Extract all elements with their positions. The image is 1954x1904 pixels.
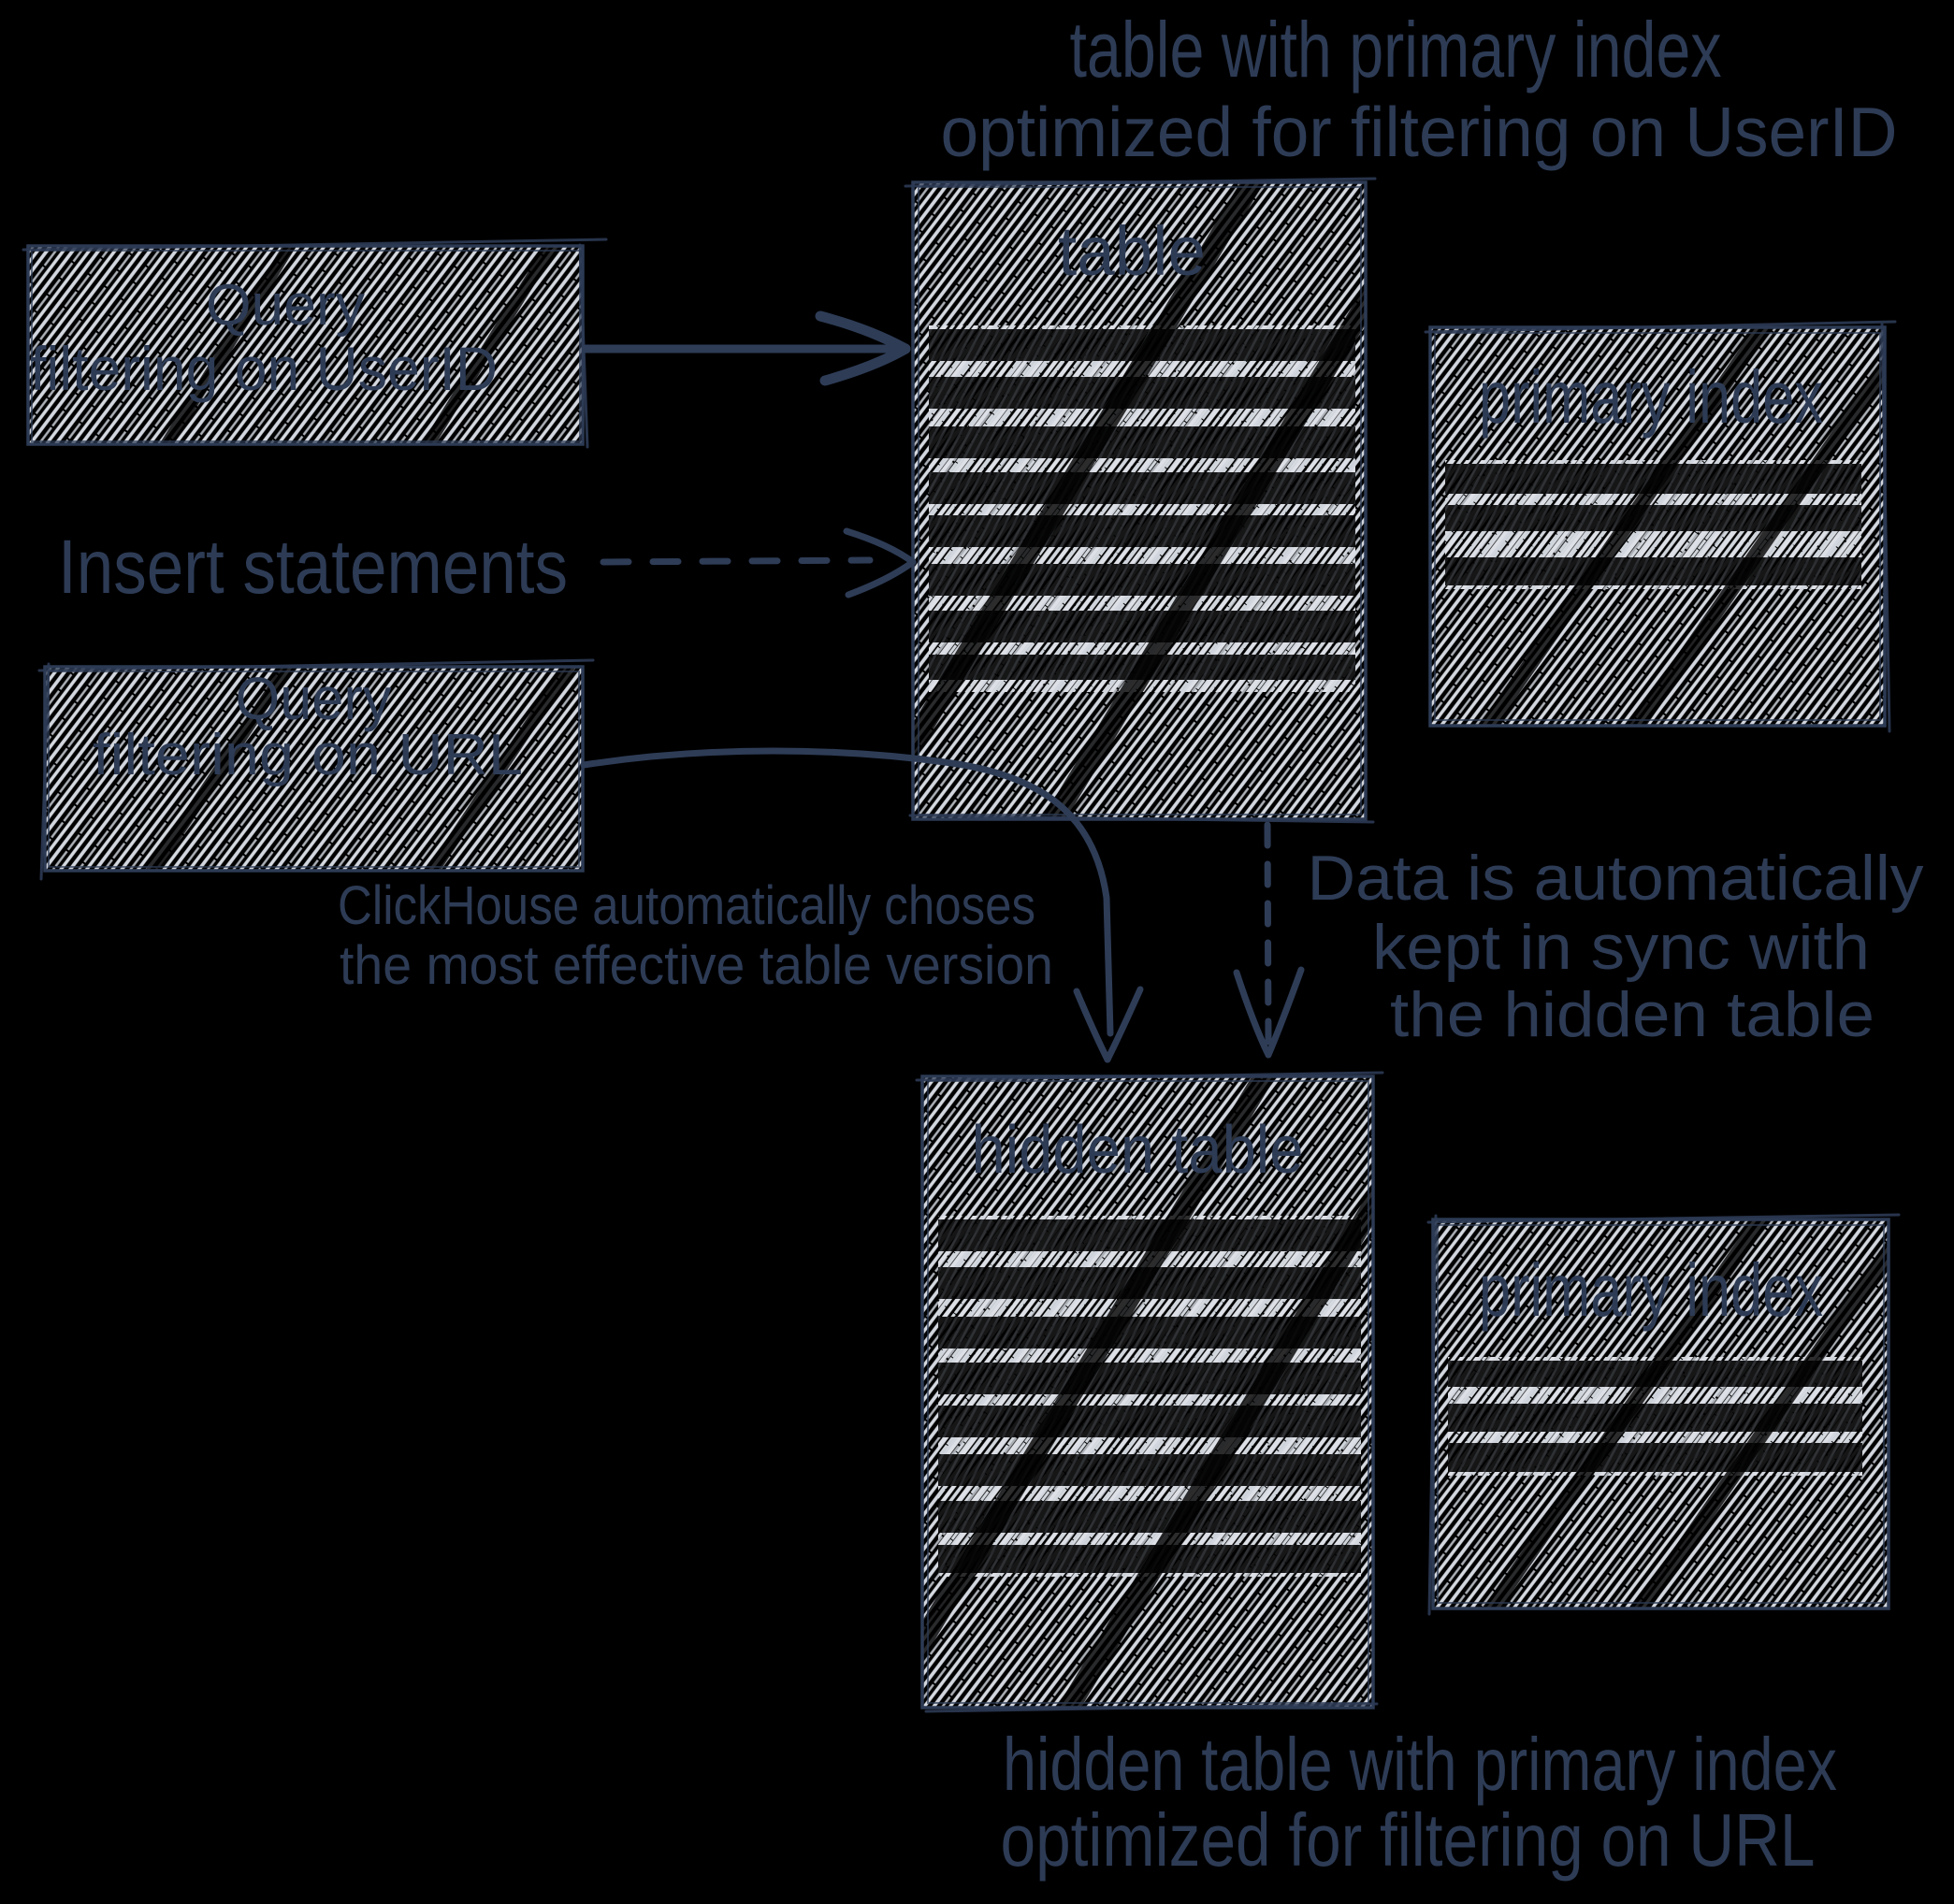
svg-text:filtering on URL: filtering on URL	[93, 723, 523, 787]
svg-text:the hidden table: the hidden table	[1390, 979, 1874, 1050]
svg-text:optimized for filtering on URL: optimized for filtering on URL	[1001, 1798, 1816, 1882]
svg-text:Insert statements: Insert statements	[58, 525, 568, 610]
svg-text:Query: Query	[236, 665, 392, 732]
svg-text:optimized for filtering on Use: optimized for filtering on UserID	[941, 93, 1898, 171]
svg-text:Query: Query	[206, 273, 365, 338]
svg-text:primary index: primary index	[1479, 1248, 1823, 1332]
svg-text:Data is automatically: Data is automatically	[1308, 843, 1924, 914]
svg-text:the most effective table versi: the most effective table version	[340, 935, 1053, 996]
svg-text:table with primary index: table with primary index	[1070, 6, 1722, 94]
svg-text:ClickHouse automatically chose: ClickHouse automatically choses	[338, 875, 1035, 936]
svg-text:hidden table: hidden table	[972, 1113, 1304, 1188]
svg-text:hidden table with primary inde: hidden table with primary index	[1003, 1723, 1837, 1806]
svg-text:primary index: primary index	[1479, 355, 1823, 439]
svg-text:table: table	[1058, 212, 1206, 290]
svg-text:filtering on UserID: filtering on UserID	[30, 334, 498, 403]
svg-text:kept in sync with: kept in sync with	[1372, 912, 1870, 983]
